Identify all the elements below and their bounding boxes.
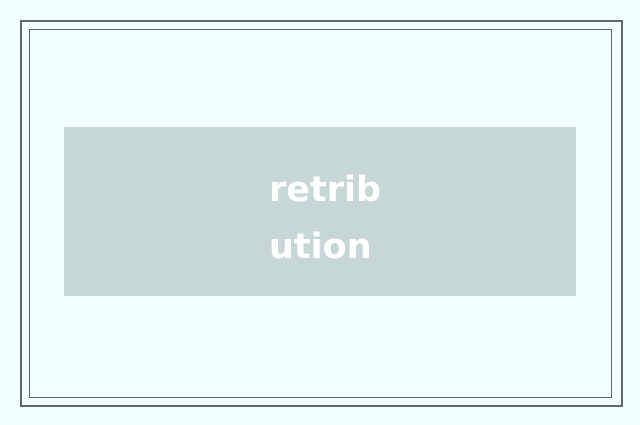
inner-border	[29, 29, 612, 398]
word-line-2: ution	[269, 227, 372, 267]
outer-border	[20, 20, 623, 407]
word-line-1: retrib	[269, 170, 382, 210]
word-panel	[64, 127, 576, 296]
vocabulary-word: retrib ution	[269, 162, 409, 276]
